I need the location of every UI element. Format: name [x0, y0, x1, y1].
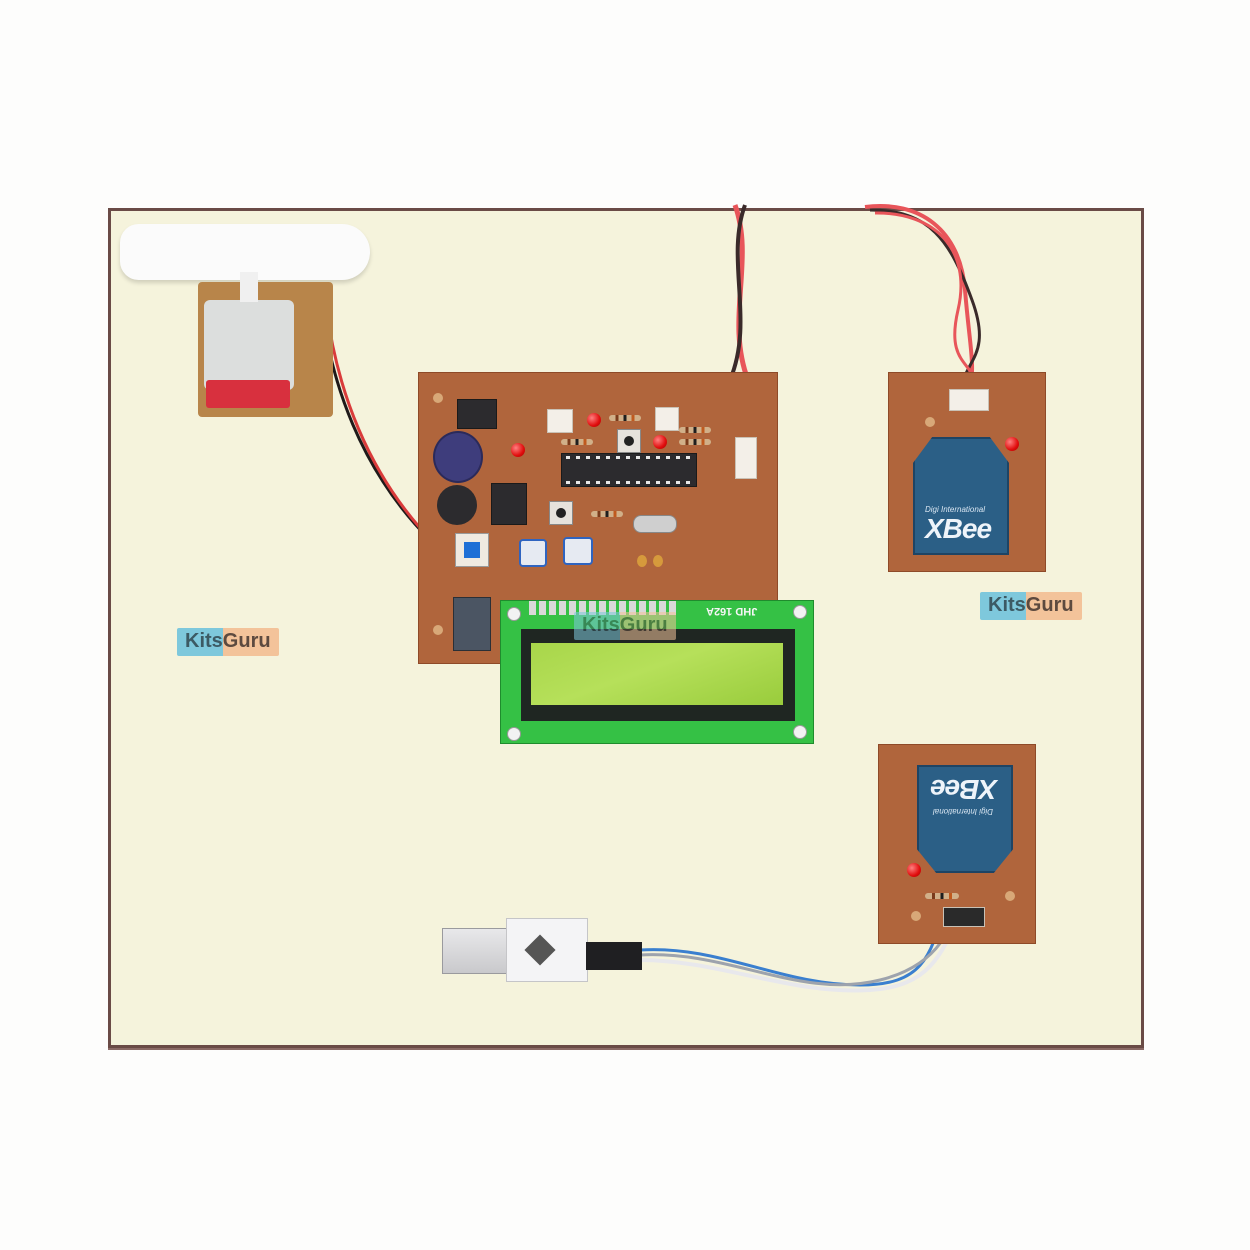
mount-hole — [507, 607, 521, 621]
motor-endcap — [206, 380, 290, 408]
mount-hole — [433, 393, 443, 403]
mount-hole — [433, 625, 443, 635]
crystal-oscillator — [633, 515, 677, 533]
mount-hole — [507, 727, 521, 741]
red-led — [587, 413, 601, 427]
motor-assembly — [120, 222, 380, 422]
resistor — [925, 893, 959, 899]
mount-hole — [793, 605, 807, 619]
resistor — [561, 439, 593, 445]
fan-blade — [120, 224, 370, 280]
resistor — [679, 427, 711, 433]
red-led — [511, 443, 525, 457]
8-pin-ic — [491, 483, 527, 525]
ceramic-capacitor — [637, 555, 647, 567]
power-switch — [455, 533, 489, 567]
motor-shaft — [240, 272, 258, 302]
xbee-module: Digi International XBee — [913, 437, 1009, 555]
usb-cable-connector — [943, 907, 985, 927]
xbee-transmitter-board: Digi International XBee — [888, 372, 1046, 572]
xbee-cable-connector — [735, 437, 757, 479]
mount-hole — [793, 725, 807, 739]
converter-chip — [524, 934, 556, 966]
xbee-receiver-board: XBee Digi International — [878, 744, 1036, 944]
preset-pot[interactable] — [519, 539, 547, 567]
xbee-logo: XBee — [925, 513, 992, 544]
red-led — [1005, 437, 1019, 451]
resistor — [679, 439, 711, 445]
electrolytic-capacitor — [433, 431, 483, 483]
switch-knob[interactable] — [464, 542, 480, 558]
microcontroller-28pin — [561, 453, 697, 487]
reset-button[interactable] — [617, 429, 641, 453]
dc-jack[interactable] — [453, 597, 491, 651]
ceramic-capacitor — [653, 555, 663, 567]
motor-body — [204, 300, 294, 390]
usb-serial-adapter[interactable] — [442, 918, 642, 982]
adapter-board — [506, 918, 588, 982]
mount-hole — [925, 417, 935, 427]
lcd-bezel — [521, 629, 795, 721]
xbee-brand-text: Digi International — [925, 505, 986, 514]
red-led — [653, 435, 667, 449]
mount-hole — [1005, 891, 1015, 901]
preset-pot[interactable] — [563, 537, 593, 565]
lcd-model-label: JHD 162A — [706, 605, 758, 617]
resistor — [609, 415, 641, 421]
bridge-rectifier — [437, 485, 477, 525]
lcd-header-pins — [529, 601, 679, 615]
red-led — [907, 863, 921, 877]
xbee-brand-text: Digi International — [933, 807, 994, 816]
control-button[interactable] — [549, 501, 573, 525]
mount-hole — [911, 911, 921, 921]
jumper-header — [586, 942, 642, 970]
xbee-logo: XBee — [931, 774, 998, 805]
voltage-regulator — [457, 399, 497, 429]
lcd-screen — [531, 643, 783, 705]
header-connector — [655, 407, 679, 431]
resistor — [591, 511, 623, 517]
usb-plug[interactable] — [442, 928, 510, 974]
xbee-cable-connector — [949, 389, 989, 411]
xbee-module: XBee Digi International — [917, 765, 1013, 873]
lcd-module: JHD 162A — [500, 600, 814, 744]
motor-connector — [547, 409, 573, 433]
